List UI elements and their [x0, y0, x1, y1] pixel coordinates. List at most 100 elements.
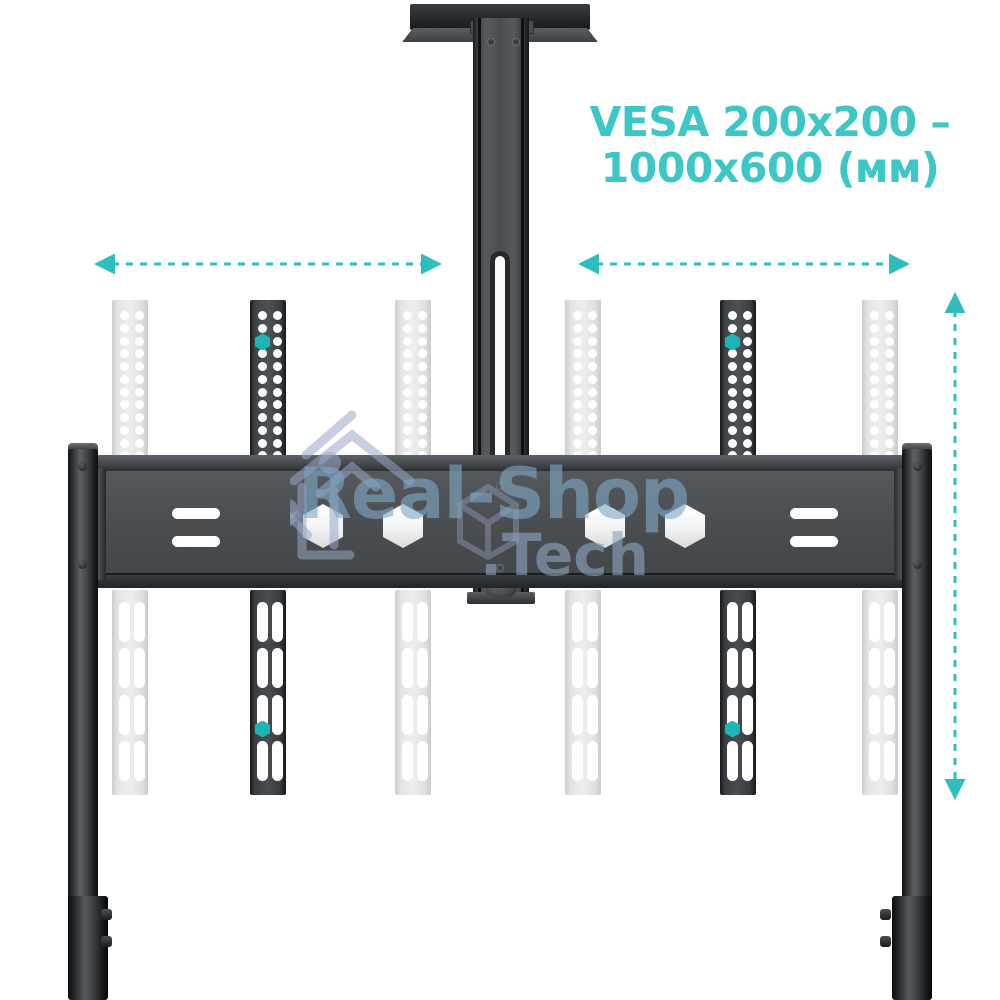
vesa-hole: [258, 425, 267, 435]
vesa-slot: [119, 694, 130, 735]
rail-active-2-lower: [720, 590, 756, 795]
vesa-hole: [418, 311, 427, 320]
vesa-slot: [727, 602, 738, 642]
vesa-hole: [403, 349, 412, 359]
vesa-hole: [743, 323, 752, 333]
crossbar-slot-left-upper: [172, 508, 220, 519]
mast-edge-right: [521, 18, 524, 598]
vesa-hole: [120, 425, 129, 435]
vesa-hole: [418, 336, 427, 346]
vesa-hole: [135, 413, 144, 423]
vesa-hole: [573, 323, 582, 333]
vesa-hole: [588, 323, 597, 333]
vesa-spec-label: VESA 200x200 – 1000x600 (мм): [589, 98, 951, 192]
vesa-slot: [272, 740, 283, 781]
vesa-hole: [728, 311, 737, 320]
vesa-slot: [587, 602, 598, 642]
vesa-position-marker: [255, 333, 270, 351]
vesa-position-marker: [725, 720, 740, 738]
vesa-hole: [870, 438, 879, 448]
vesa-slot: [727, 694, 738, 735]
vesa-hole: [258, 413, 267, 423]
vesa-hole: [728, 425, 737, 435]
vesa-hole: [885, 349, 894, 359]
vesa-hole: [743, 362, 752, 372]
vesa-hole: [418, 349, 427, 359]
rail-ghost-3-lower: [565, 590, 601, 795]
side-post-left: [68, 449, 98, 909]
vesa-hole: [870, 413, 879, 423]
vesa-hole: [885, 374, 894, 384]
side-post-right: [902, 449, 932, 909]
vesa-hole: [573, 336, 582, 346]
post-cap-right: [902, 443, 932, 451]
vesa-slot: [119, 648, 130, 689]
vesa-hole: [885, 323, 894, 333]
vesa-slot: [587, 648, 598, 689]
vesa-hole: [273, 413, 282, 423]
vesa-hole: [870, 387, 879, 397]
vesa-hole: [258, 400, 267, 410]
vesa-hole: [728, 374, 737, 384]
vesa-hole: [588, 374, 597, 384]
vesa-hole: [258, 323, 267, 333]
vesa-hole: [403, 387, 412, 397]
vesa-hole: [870, 311, 879, 320]
vesa-position-marker: [255, 720, 270, 738]
vesa-slot: [119, 740, 130, 781]
vesa-slot: [727, 740, 738, 781]
vesa-hole: [120, 387, 129, 397]
vesa-hole: [418, 374, 427, 384]
vesa-hole: [135, 400, 144, 410]
vesa-slot: [869, 694, 880, 735]
vesa-hole: [418, 323, 427, 333]
vesa-slot: [417, 648, 428, 689]
vesa-slot: [869, 648, 880, 689]
vesa-hole: [120, 362, 129, 372]
vesa-hole: [418, 413, 427, 423]
vesa-hole: [885, 438, 894, 448]
vesa-hole: [273, 311, 282, 320]
vesa-hole: [418, 425, 427, 435]
post-cap-left: [68, 443, 98, 451]
vesa-hole: [588, 311, 597, 320]
vesa-hole: [728, 400, 737, 410]
vesa-hole: [728, 349, 737, 359]
vesa-hole: [743, 336, 752, 346]
vesa-hole: [573, 413, 582, 423]
crossbar-center-dot-bottom: [496, 564, 504, 572]
vesa-hole: [403, 311, 412, 320]
crossbar-seam-bottom: [88, 573, 912, 575]
vesa-hole: [573, 438, 582, 448]
vesa-slot: [402, 740, 413, 781]
vesa-hole: [135, 438, 144, 448]
vesa-slot: [869, 740, 880, 781]
vesa-slot: [742, 694, 753, 735]
vesa-hole: [258, 387, 267, 397]
rail-ghost-4-lower: [862, 590, 898, 795]
vesa-hole: [120, 323, 129, 333]
vesa-slot: [134, 740, 145, 781]
vesa-slot: [727, 648, 738, 689]
vesa-hole: [120, 311, 129, 320]
vesa-hole: [870, 374, 879, 384]
vesa-slot: [869, 602, 880, 642]
vertical-adjustment-slot: [495, 256, 505, 466]
vesa-hole: [120, 400, 129, 410]
vesa-slot: [119, 602, 130, 642]
crossbar-slot-left-lower: [172, 536, 220, 547]
post-bolt-right-upper: [913, 462, 922, 471]
vesa-slot: [134, 648, 145, 689]
vesa-hole: [403, 362, 412, 372]
vesa-hole: [870, 400, 879, 410]
vesa-slot: [572, 694, 583, 735]
vesa-hole: [135, 336, 144, 346]
rail-ghost-1-lower: [112, 590, 148, 795]
leg-bolt-right-upper: [880, 909, 891, 920]
vesa-hole: [743, 438, 752, 448]
vesa-slot: [742, 648, 753, 689]
mast-edge-left: [478, 18, 481, 598]
vesa-hole: [573, 387, 582, 397]
